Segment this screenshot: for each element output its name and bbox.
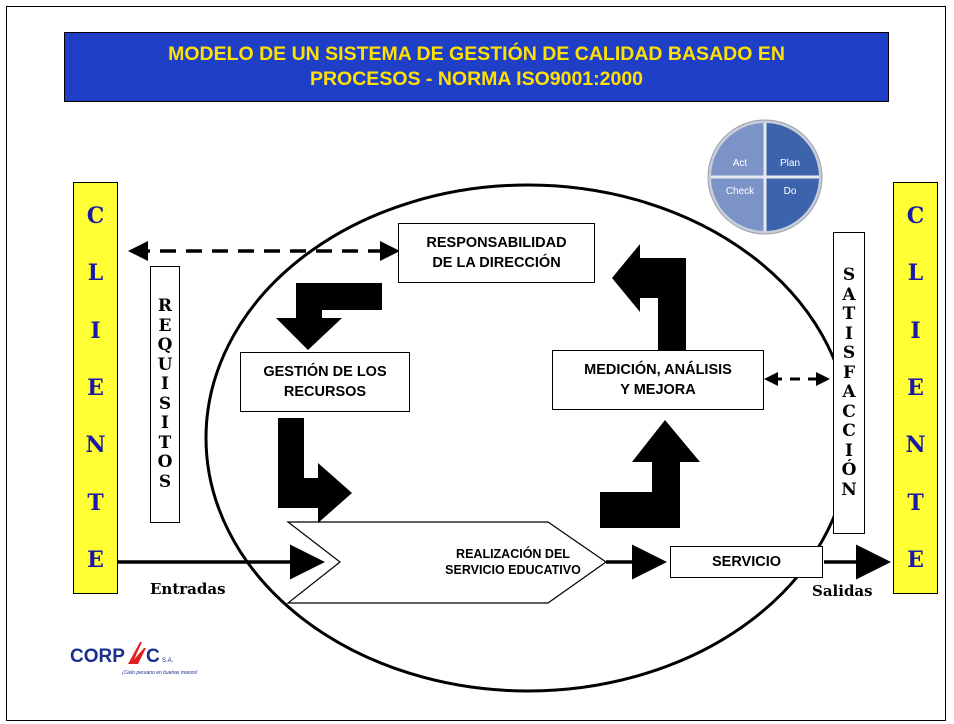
right-client-letter: E xyxy=(907,374,924,401)
arrow-direccion-to-recursos xyxy=(276,283,382,350)
requisitos-letter: S xyxy=(158,471,172,492)
gestion-recursos-box: GESTIÓN DE LOS RECURSOS xyxy=(240,352,410,412)
title-banner: MODELO DE UN SISTEMA DE GESTIÓN DE CALID… xyxy=(64,32,889,102)
satisfaccion-letter: I xyxy=(845,440,853,461)
pdca-do: Do xyxy=(784,186,797,197)
requisitos-letter: O xyxy=(157,452,173,472)
direccion-line-2: DE LA DIRECCIÓN xyxy=(432,255,561,271)
left-client-letter: E xyxy=(87,547,104,574)
slide-frame xyxy=(6,6,946,721)
svg-text:CORP: CORP xyxy=(70,646,125,667)
satisfaccion-box: S A T I S F A C C I Ó N xyxy=(833,232,865,534)
requisitos-letter: I xyxy=(161,413,169,433)
responsabilidad-direccion-box: RESPONSABILIDAD DE LA DIRECCIÓN xyxy=(398,223,595,283)
right-client-letter: E xyxy=(907,547,924,574)
title-line-2: PROCESOS - NORMA ISO9001:2000 xyxy=(309,68,644,90)
left-client-bar: C L I E N T E xyxy=(73,182,118,594)
satisfaccion-letter: C xyxy=(842,421,856,441)
left-client-letter: T xyxy=(87,489,104,516)
left-client-letter: C xyxy=(86,202,105,229)
realizacion-line-1: REALIZACIÓN DEL xyxy=(456,547,570,561)
medicion-line-1: MEDICIÓN, ANÁLISIS xyxy=(584,362,732,378)
satisfaccion-letter: S xyxy=(842,265,856,285)
satisfaccion-letter: N xyxy=(841,479,857,500)
realizacion-label: REALIZACIÓN DEL SERVICIO EDUCATIVO xyxy=(418,546,608,578)
satisfaccion-letter: S xyxy=(842,343,856,363)
recursos-line-2: RECURSOS xyxy=(283,384,367,400)
direccion-line-1: RESPONSABILIDAD xyxy=(426,235,567,251)
pdca-act: Act xyxy=(733,158,748,169)
svg-text:S.A.: S.A. xyxy=(162,658,174,664)
right-client-letter: C xyxy=(906,202,925,229)
requisitos-letter: Q xyxy=(157,335,173,355)
title-line-1: MODELO DE UN SISTEMA DE GESTIÓN DE CALID… xyxy=(168,43,785,65)
right-client-bar: C L I E N T E xyxy=(893,182,938,594)
realizacion-shape xyxy=(286,521,608,604)
medicion-analisis-box: MEDICIÓN, ANÁLISIS Y MEJORA xyxy=(552,350,764,410)
right-client-letter: I xyxy=(910,317,921,344)
left-client-letter: I xyxy=(90,317,101,344)
servicio-box: SERVICIO xyxy=(670,546,823,578)
requisitos-letter: S xyxy=(158,393,172,414)
satisfaccion-letter: A xyxy=(842,284,856,305)
right-client-letter: N xyxy=(905,432,926,459)
corpac-logo: CORP C S.A. ¡Cielo peruano en buenas man… xyxy=(70,642,198,676)
requisitos-letter: T xyxy=(158,432,172,453)
pdca-check: Check xyxy=(726,186,755,197)
arrow-realizacion-to-medicion xyxy=(600,420,700,528)
right-client-letter: T xyxy=(907,489,924,516)
arrow-medicion-to-direccion xyxy=(612,244,686,350)
requisitos-letter: U xyxy=(157,354,173,375)
requisitos-letter: R xyxy=(157,296,173,316)
svg-text:C: C xyxy=(146,646,160,667)
salidas-label: Salidas xyxy=(812,582,873,600)
satisfaccion-letter: F xyxy=(842,362,856,383)
realizacion-line-2: SERVICIO EDUCATIVO xyxy=(445,563,581,577)
requisitos-letter: E xyxy=(158,315,172,336)
left-client-letter: N xyxy=(85,432,106,459)
satisfaccion-letter: I xyxy=(845,323,853,344)
servicio-label: SERVICIO xyxy=(711,554,782,570)
medicion-line-2: Y MEJORA xyxy=(620,382,696,398)
svg-text:¡Cielo peruano en buenas manos: ¡Cielo peruano en buenas manos! xyxy=(122,670,198,676)
left-client-letter: L xyxy=(87,260,104,287)
satisfaccion-letter: C xyxy=(842,401,856,422)
recursos-line-1: GESTIÓN DE LOS xyxy=(263,364,387,380)
satisfaccion-letter: A xyxy=(842,382,856,402)
right-client-letter: L xyxy=(907,260,924,287)
requisitos-box: R E Q U I S I T O S xyxy=(150,266,180,523)
entradas-label: Entradas xyxy=(150,580,226,598)
pdca-cycle-icon: Act Plan Check Do xyxy=(707,119,823,235)
arrow-recursos-to-realizacion xyxy=(278,418,352,523)
pdca-plan: Plan xyxy=(780,158,800,169)
requisitos-letter: I xyxy=(161,374,169,394)
satisfaccion-letter: Ó xyxy=(841,460,857,480)
left-client-letter: E xyxy=(87,374,104,401)
satisfaccion-letter: T xyxy=(842,304,856,324)
